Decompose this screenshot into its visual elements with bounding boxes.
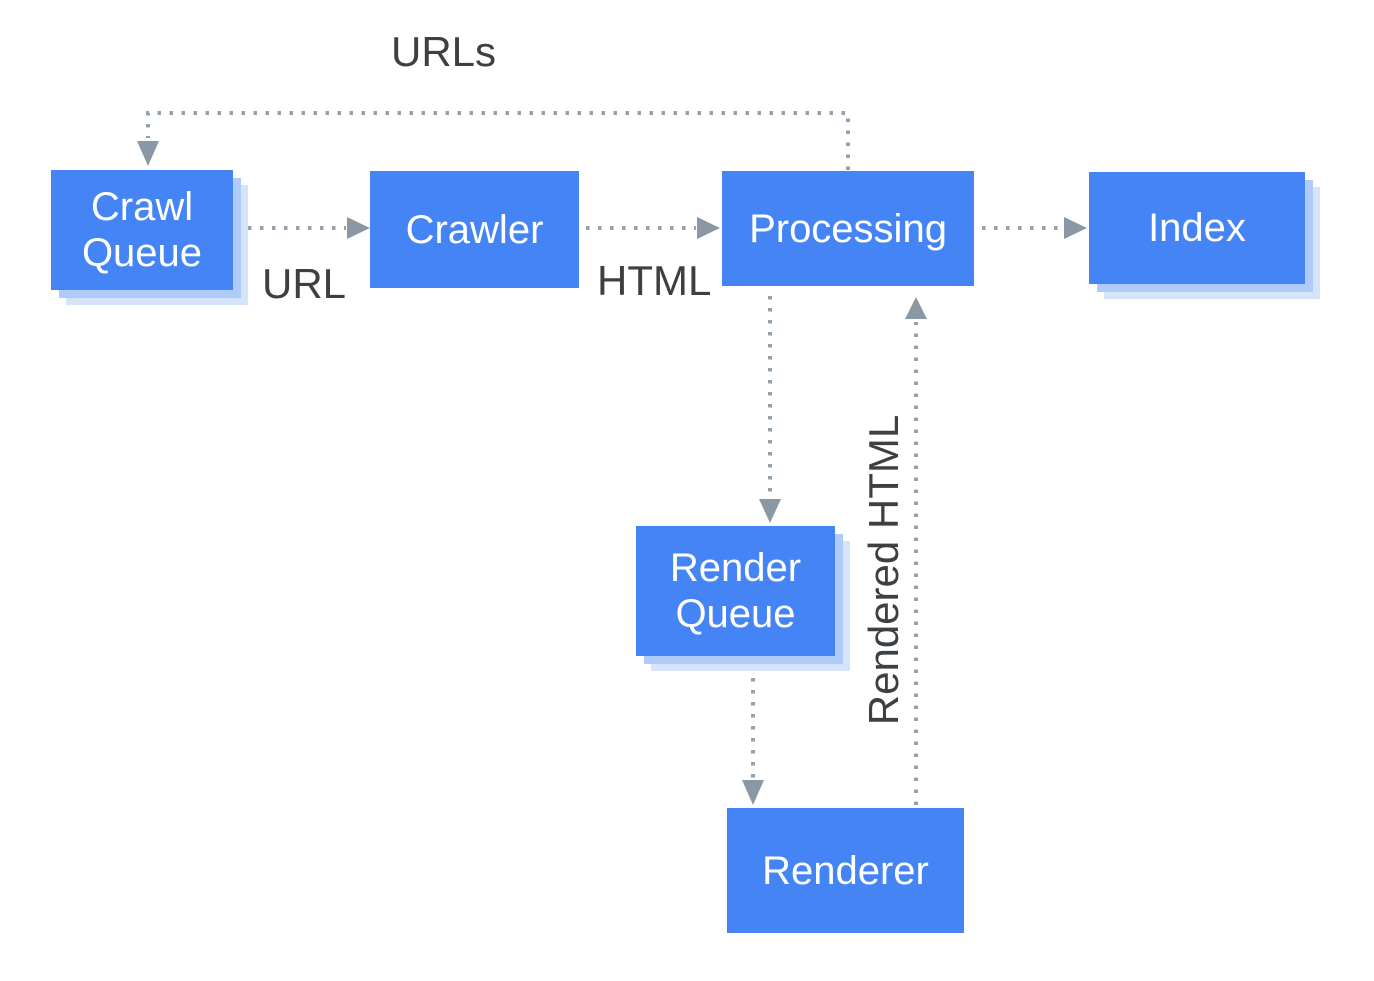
node-crawler: Crawler [370, 171, 579, 288]
node-crawl-queue: Crawl Queue [51, 170, 233, 290]
node-processing-label: Processing [749, 206, 947, 251]
arrowhead-right-index [1064, 217, 1087, 239]
edge-label-urls: URLs [391, 28, 497, 75]
node-render-queue-label: Render Queue [669, 546, 802, 636]
node-index-label: Index [1148, 206, 1246, 250]
arrowhead-down-crawl-queue [137, 141, 159, 166]
arrowhead-down-renderer [742, 780, 764, 805]
node-index: Index [1089, 172, 1305, 284]
node-renderer-label: Renderer [762, 848, 929, 893]
node-crawl-queue-label: Crawl Queue [81, 185, 203, 275]
arrowhead-right-crawler [347, 217, 370, 239]
arrowhead-up-processing [905, 297, 927, 319]
node-processing: Processing [722, 171, 974, 286]
edge-label-html: HTML [597, 257, 712, 304]
node-crawler-label: Crawler [405, 207, 544, 252]
arrowhead-right-processing [697, 217, 720, 239]
edge-label-url: URL [262, 260, 347, 307]
node-render-queue: Render Queue [636, 526, 835, 656]
edge-label-rendered-html: Rendered HTML [860, 414, 907, 726]
arrowhead-down-render-queue [759, 499, 781, 523]
node-renderer: Renderer [727, 808, 964, 933]
edge-processing-to-crawl-queue [146, 111, 850, 170]
